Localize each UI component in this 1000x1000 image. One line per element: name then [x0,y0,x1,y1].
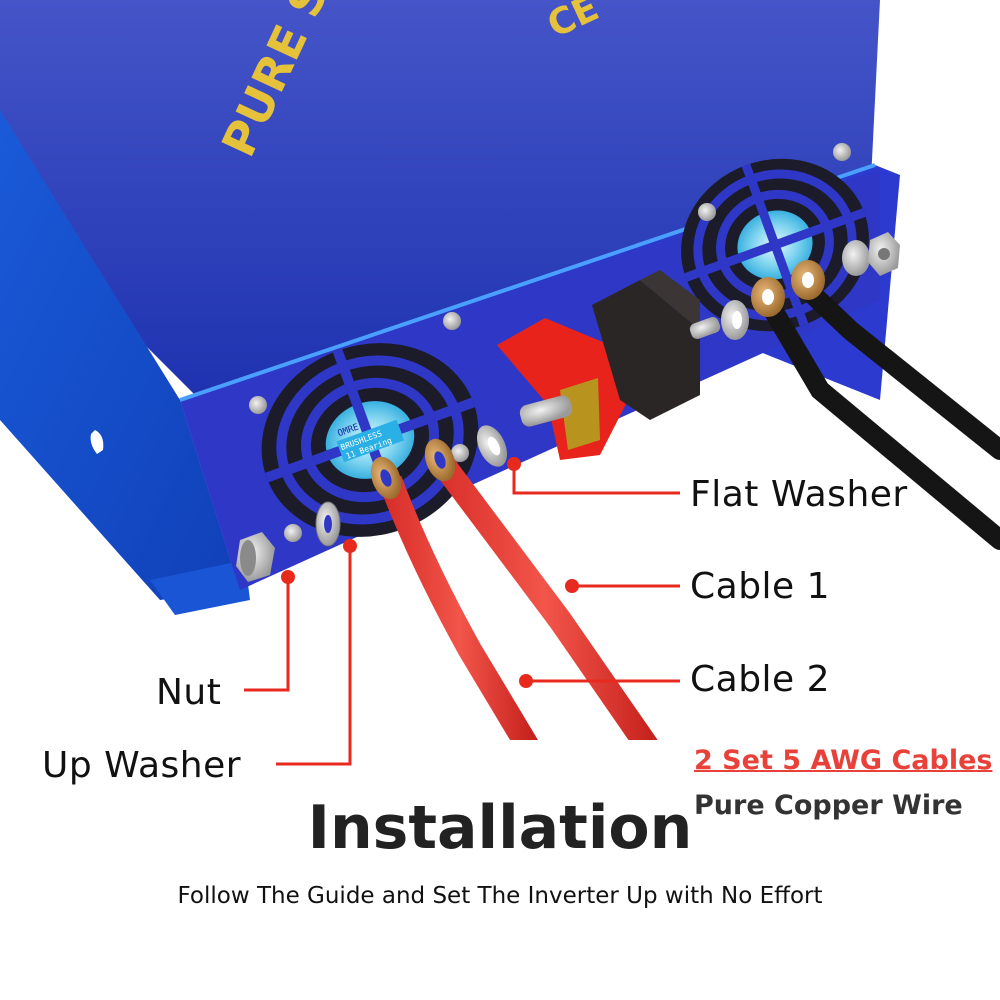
right-up-washer [842,240,870,276]
callout-flat-washer: Flat Washer [690,474,908,515]
callout-lines [244,464,680,766]
callout-cable-1: Cable 1 [690,566,831,607]
flat-washer-hole [487,436,501,456]
red-terminal-cover [497,318,628,460]
inverter-top-face [0,0,880,400]
spec-wire: Pure Copper Wire [694,790,963,821]
mounting-tab [150,560,250,615]
page-title: Installation [307,793,693,863]
callout-nut: Nut [156,672,222,713]
spec-cables: 2 Set 5 AWG Cables [694,745,993,776]
screws [249,143,851,542]
up-washer-hole [324,515,332,533]
black-cables [751,260,1000,550]
nut-part [236,532,275,582]
page-subtitle: Follow The Guide and Set The Inverter Up… [177,883,823,909]
callout-dots [281,457,579,688]
mounting-slot [90,430,104,454]
callout-up-washer: Up Washer [42,745,242,786]
inverter-side-face [0,110,240,600]
red-cables [370,438,710,760]
black-terminal-cover [592,270,721,420]
callout-cable-2: Cable 2 [690,659,831,700]
